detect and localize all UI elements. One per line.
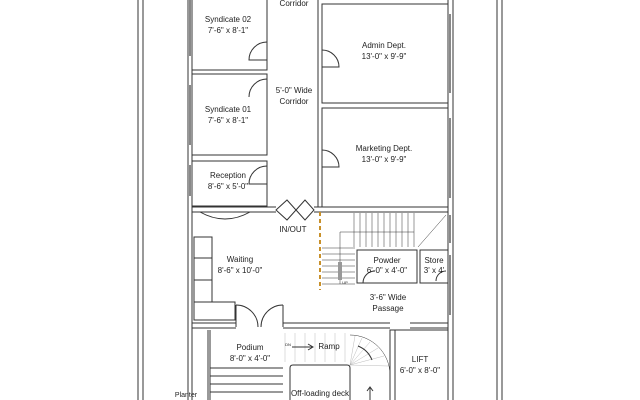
admin-name: Admin Dept. <box>361 41 407 50</box>
right-rooms <box>317 0 449 208</box>
syndicate-01-size: 7'-6" x 8'-1" <box>207 116 249 125</box>
admin-size: 13'-0" x 9'-9" <box>361 52 407 61</box>
marketing-size: 13'-0" x 9'-9" <box>361 155 407 164</box>
passage-label: Passage <box>372 304 404 313</box>
lift-size: 6'-0" x 8'-0" <box>399 366 441 375</box>
plot-boundary <box>137 0 503 400</box>
powder-store <box>356 249 449 284</box>
exterior-walls <box>187 0 454 400</box>
offloading-deck-label: Off-loading deck <box>290 389 350 398</box>
staircase <box>319 212 447 290</box>
reception-size: 8'-6" x 5'-0" <box>207 182 249 191</box>
cross-wall <box>192 199 448 221</box>
ramp-label: Ramp <box>318 342 340 351</box>
powder-name: Powder <box>373 256 401 265</box>
store-name: Store <box>424 256 444 265</box>
store-size: 3' x 4' <box>423 266 445 275</box>
waiting-name: Waiting <box>226 255 254 264</box>
waiting-area <box>192 236 448 329</box>
corridor-width: 5'-0" Wide <box>275 86 313 95</box>
waiting-size: 8'-6" x 10'-0" <box>217 266 263 275</box>
corridor-top-label: Corridor <box>279 0 309 8</box>
left-rooms <box>191 0 268 207</box>
windows <box>189 0 451 315</box>
marketing-name: Marketing Dept. <box>355 144 413 153</box>
syndicate-01-name: Syndicate 01 <box>204 105 252 114</box>
podium-size: 8'-0" x 4'-0" <box>229 354 271 363</box>
syndicate-02-name: Syndicate 02 <box>204 15 252 24</box>
lift-name: LIFT <box>411 355 429 364</box>
podium-name: Podium <box>236 343 264 352</box>
ramp-dn-tag: DN <box>285 342 291 347</box>
reception-name: Reception <box>209 171 247 180</box>
passage-width: 3'-6" Wide <box>369 293 407 302</box>
corridor-label: Corridor <box>279 97 309 106</box>
stair-up-label: UP <box>342 280 348 285</box>
lower-area <box>207 329 449 400</box>
syndicate-02-size: 7'-6" x 8'-1" <box>207 26 249 35</box>
powder-size: 6'-0" x 4'-0" <box>366 266 408 275</box>
entry-label: IN/OUT <box>279 225 307 234</box>
planter-label: Planter <box>174 392 198 399</box>
